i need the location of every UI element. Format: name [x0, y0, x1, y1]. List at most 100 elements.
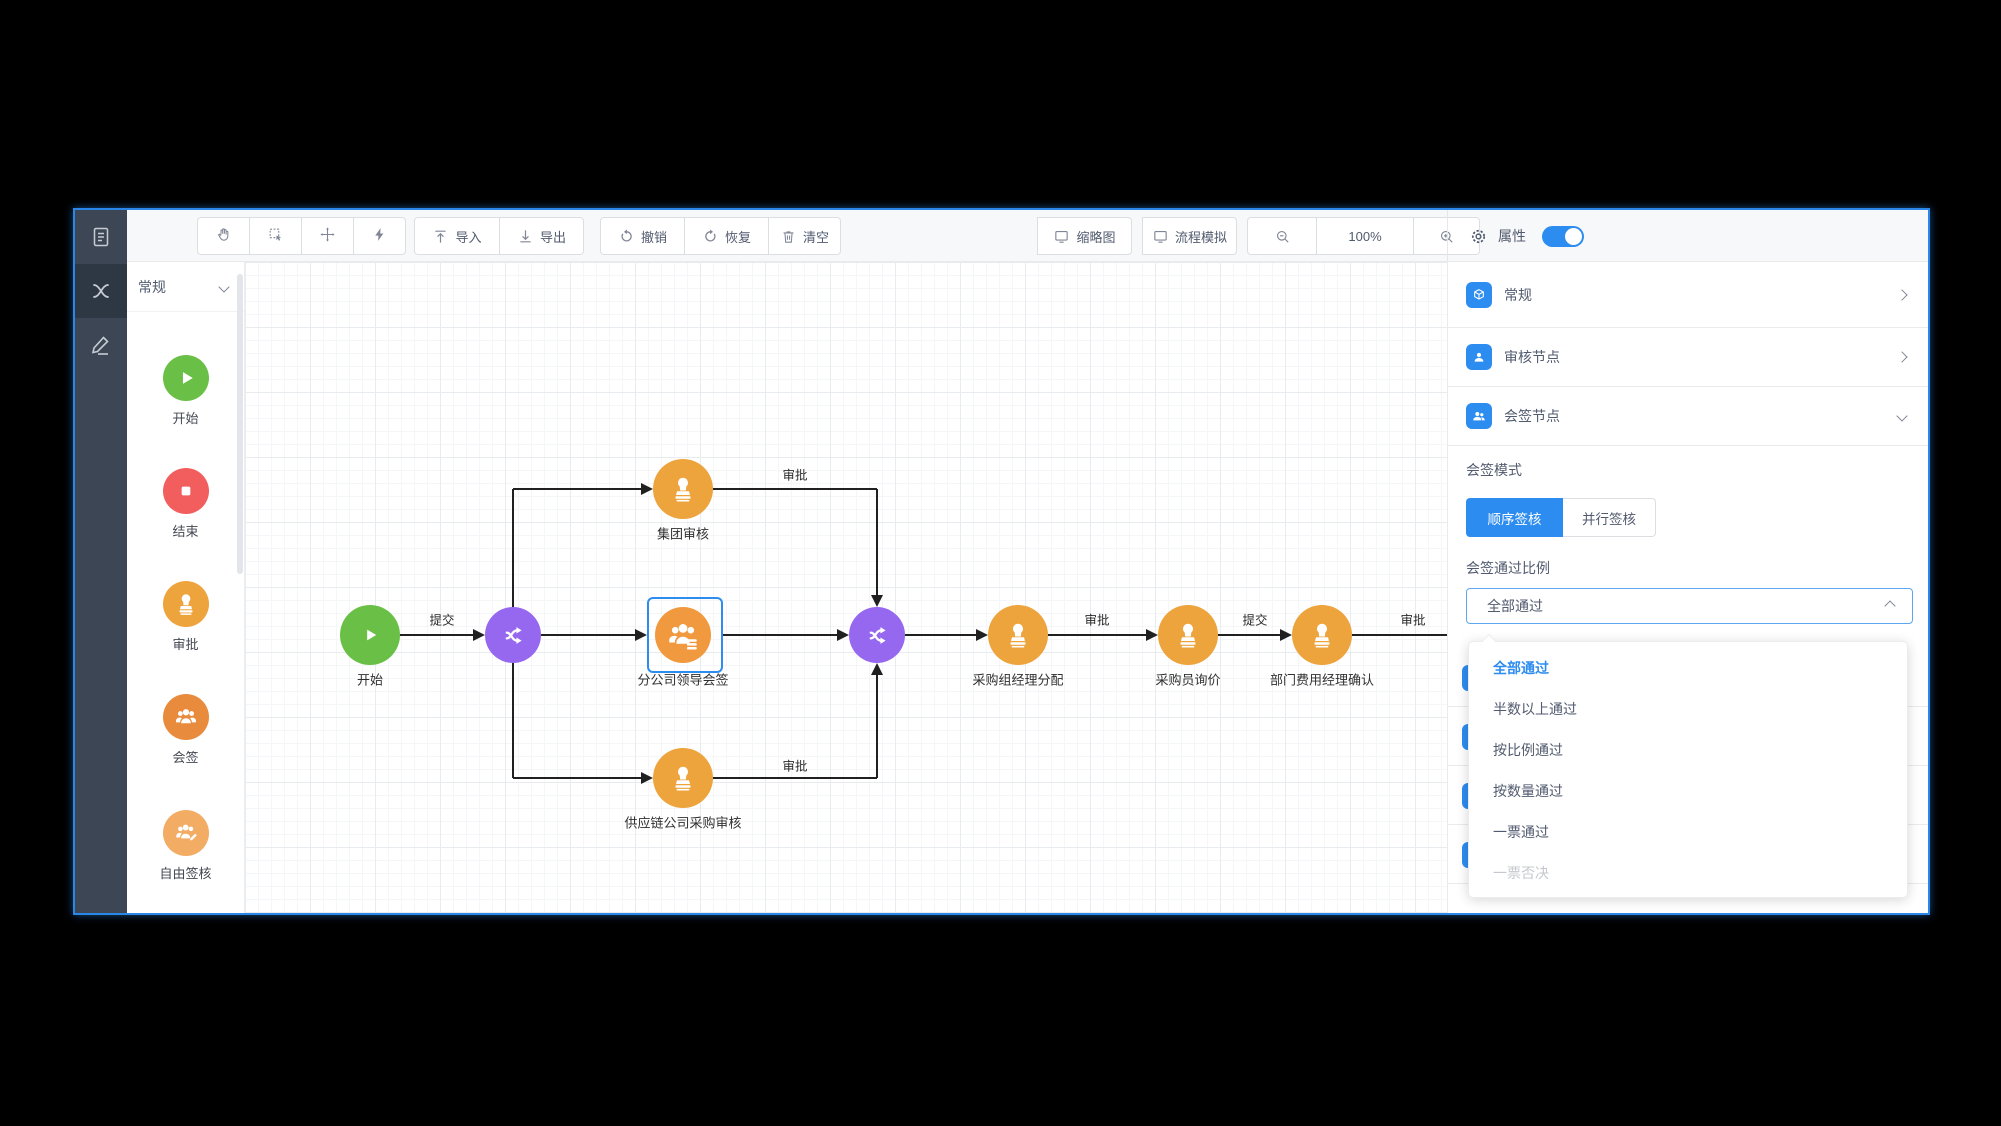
- palette-item-审批[interactable]: [127, 581, 244, 627]
- flow-node-supply-chain-audit[interactable]: [653, 748, 713, 808]
- zoom-in-button[interactable]: [1413, 217, 1480, 255]
- chevron-down-icon: [218, 280, 230, 293]
- simulate-icon: [1154, 230, 1167, 243]
- node-selection-box[interactable]: [647, 597, 723, 673]
- play-icon: [367, 629, 377, 641]
- flow-node-gateway-2[interactable]: [849, 607, 905, 663]
- panel-section-label: 审核节点: [1504, 349, 1560, 365]
- palette-item-label: 结束: [172, 524, 199, 539]
- bolt-icon: [375, 228, 384, 241]
- flow-edge-arrowhead: [837, 629, 849, 641]
- minimap-button[interactable]: 缩略图: [1037, 217, 1132, 255]
- chevron-right-icon: [1896, 351, 1908, 363]
- clear-button[interactable]: 清空: [768, 217, 841, 255]
- panel-section-审核节点[interactable]: 审核节点: [1448, 328, 1928, 387]
- sign-mode-label: 会签模式: [1466, 462, 1522, 478]
- dropdown-option-按数量通过[interactable]: 按数量通过: [1493, 783, 1563, 799]
- marquee-select-tool-button[interactable]: [249, 217, 302, 255]
- flow-edge-segment: [513, 488, 641, 490]
- palette-item-结束[interactable]: [127, 468, 244, 514]
- panel-section-常规[interactable]: 常规: [1448, 262, 1928, 328]
- flow-node-purchase-group-manager[interactable]: [988, 605, 1048, 665]
- palette-item-自由签核[interactable]: [127, 810, 244, 856]
- undo-label: 撤销: [640, 229, 667, 245]
- stamp-icon: [1180, 623, 1196, 648]
- flow-edge-arrowhead: [871, 595, 883, 607]
- palette-item-开始[interactable]: [127, 355, 244, 401]
- flow-canvas[interactable]: 提交审批审批审批提交审批开始集团审核分公司领导会签供应链公司采购审核采购组经理分…: [245, 262, 1447, 913]
- flow-edge-segment: [722, 634, 837, 636]
- history-button-group: 撤销 恢复 清空: [600, 217, 841, 255]
- flow-edge-arrowhead: [1280, 629, 1292, 641]
- undo-button[interactable]: 撤销: [600, 217, 685, 255]
- flow-edge-label: 审批: [1400, 613, 1426, 628]
- flow-node-gateway-1[interactable]: [485, 607, 541, 663]
- zoom-level-display: 100%: [1316, 217, 1414, 255]
- flow-node-label: 部门费用经理确认: [1269, 672, 1375, 688]
- flow-node-label: 分公司领导会签: [637, 672, 729, 688]
- zoom-control-group: 100%: [1247, 217, 1480, 255]
- properties-toggle[interactable]: [1542, 225, 1584, 247]
- rail-item-flow-designer[interactable]: [75, 264, 127, 318]
- flow-edge-arrowhead: [871, 663, 883, 675]
- palette-scrollbar[interactable]: [237, 274, 243, 574]
- people-icon: [1466, 403, 1492, 429]
- palette-item-label: 审批: [172, 637, 199, 652]
- dropdown-option-一票通过[interactable]: 一票通过: [1493, 824, 1549, 840]
- flow-edge-arrowhead: [473, 629, 485, 641]
- flow-node-dept-expense-manager[interactable]: [1292, 605, 1352, 665]
- simulate-group: 流程模拟: [1142, 217, 1237, 255]
- rail-item-editor[interactable]: [75, 318, 127, 372]
- dropdown-option-全部通过[interactable]: 全部通过: [1493, 660, 1549, 676]
- panel-section-会签节点[interactable]: 会签节点: [1448, 387, 1928, 446]
- flow-node-start[interactable]: [340, 605, 400, 665]
- export-button[interactable]: 导出: [499, 217, 584, 255]
- zoom-out-button[interactable]: [1247, 217, 1317, 255]
- undo-icon: [621, 228, 632, 241]
- pass-ratio-dropdown: 全部通过半数以上通过按比例通过按数量通过一票通过一票否决: [1468, 641, 1908, 898]
- sign-mode-顺序签核[interactable]: 顺序签核: [1466, 498, 1563, 537]
- properties-title: 属性: [1498, 228, 1526, 244]
- quick-connect-tool-button[interactable]: [353, 217, 406, 255]
- flow-edge-arrowhead: [641, 772, 653, 784]
- flow-edge-label: 审批: [1084, 613, 1110, 628]
- flow-node-label: 开始: [356, 672, 384, 688]
- chevron-right-icon: [1896, 288, 1908, 301]
- grouppen-icon: [162, 810, 209, 856]
- flow-designer-window: 导入 导出 撤销 恢复 清空 缩略图: [73, 208, 1930, 915]
- flow-node-label: 采购员询价: [1155, 672, 1221, 688]
- import-button[interactable]: 导入: [414, 217, 500, 255]
- palette-item-会签[interactable]: [127, 694, 244, 740]
- redo-button[interactable]: 恢复: [684, 217, 769, 255]
- flow-edge-segment: [713, 777, 877, 779]
- zoom-out-icon: [1276, 230, 1289, 243]
- rail-item-pages[interactable]: [75, 210, 127, 264]
- person-icon: [1466, 344, 1492, 370]
- left-icon-rail: [75, 210, 127, 913]
- simulate-label: 流程模拟: [1174, 229, 1227, 245]
- properties-panel: 常规审核节点会签节点 会签模式 顺序签核并行签核 会签通过比例 全部通过 全部通…: [1447, 262, 1928, 913]
- chevron-down-icon: [1896, 410, 1908, 422]
- canvas-tool-group: [197, 217, 406, 255]
- marquee-icon: [269, 228, 282, 241]
- import-icon: [435, 230, 447, 243]
- dropdown-option-按比例通过[interactable]: 按比例通过: [1493, 742, 1563, 758]
- pencil-icon: [91, 336, 109, 355]
- stop-icon: [162, 468, 209, 514]
- palette-category-dropdown[interactable]: 常规: [127, 262, 244, 312]
- dropdown-option-半数以上通过[interactable]: 半数以上通过: [1493, 701, 1577, 717]
- pan-tool-button[interactable]: [197, 217, 250, 255]
- cube-icon: [1466, 281, 1492, 308]
- pass-ratio-select[interactable]: 全部通过: [1466, 588, 1913, 624]
- flow-node-buyer-inquiry[interactable]: [1158, 605, 1218, 665]
- simulate-button[interactable]: 流程模拟: [1142, 217, 1237, 255]
- zoom-in-icon: [1440, 230, 1453, 243]
- sign-mode-并行签核[interactable]: 并行签核: [1563, 498, 1656, 537]
- move-tool-button[interactable]: [301, 217, 354, 255]
- share-icon: [505, 626, 522, 644]
- flow-node-branch-leader-countersign[interactable]: [655, 607, 711, 663]
- redo-icon: [705, 228, 716, 241]
- panel-section-label: 常规: [1504, 286, 1532, 303]
- flow-node-group-audit[interactable]: [653, 459, 713, 519]
- stamp-icon: [675, 477, 691, 502]
